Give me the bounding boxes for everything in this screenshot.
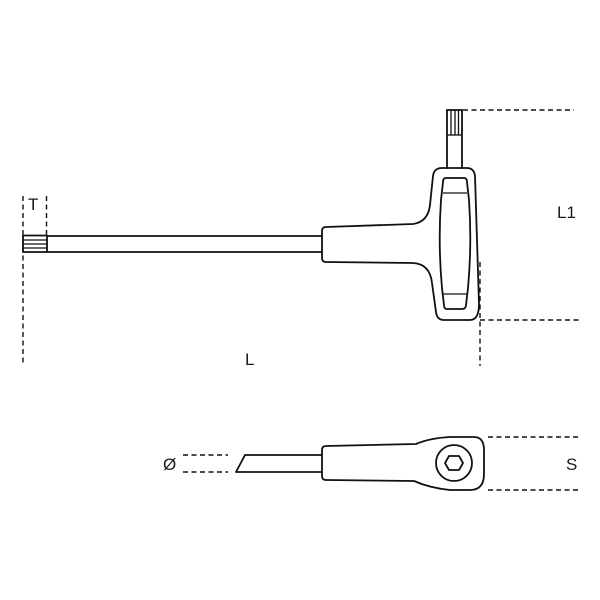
l-label: L bbox=[245, 350, 254, 369]
s-label: S bbox=[566, 455, 577, 474]
left-hex-tip bbox=[22, 234, 48, 253]
side-view: Ø S bbox=[163, 436, 580, 491]
grip-recess bbox=[438, 177, 472, 310]
hex-socket-icon bbox=[444, 455, 464, 471]
t-label: T bbox=[28, 195, 38, 214]
side-shaft bbox=[235, 454, 323, 473]
top-view: T L1 bbox=[22, 109, 580, 369]
side-handle-outline bbox=[321, 436, 485, 491]
l1-label: L1 bbox=[557, 203, 576, 222]
pivot-ring bbox=[435, 444, 473, 482]
diameter-label: Ø bbox=[163, 455, 176, 474]
short-shaft bbox=[446, 109, 463, 169]
long-shaft bbox=[46, 235, 323, 253]
handle-outline bbox=[321, 167, 480, 321]
